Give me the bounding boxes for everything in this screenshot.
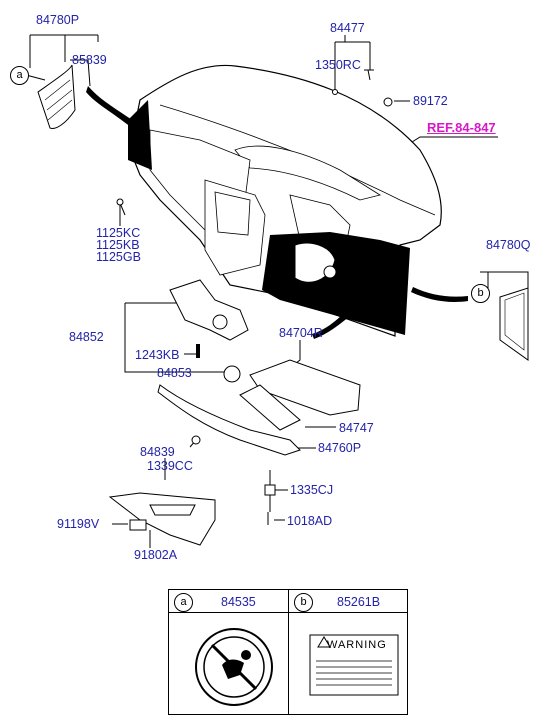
part-1018AD[interactable]: 1018AD xyxy=(287,514,333,528)
airbag-icon xyxy=(195,628,273,706)
lower-side-cover xyxy=(108,492,216,546)
part-91198V[interactable]: 91198V xyxy=(57,517,100,531)
part-84704R[interactable]: 84704R xyxy=(279,326,323,340)
end-cover-left xyxy=(37,64,76,129)
end-cover-right xyxy=(499,287,529,361)
part-84760P[interactable]: 84760P xyxy=(318,441,362,455)
center-fascia xyxy=(169,279,249,341)
part-89172[interactable]: 89172 xyxy=(413,94,448,108)
part-84747[interactable]: 84747 xyxy=(339,421,374,435)
part-84852[interactable]: 84852 xyxy=(69,330,104,344)
legend-marker-a: a xyxy=(174,593,193,612)
callout-b: b xyxy=(471,284,490,303)
legend-column-divider xyxy=(288,590,289,714)
part-1350RC[interactable]: 1350RC xyxy=(315,58,361,72)
part-1335CJ[interactable]: 1335CJ xyxy=(290,483,334,497)
part-1125GB[interactable]: 1125GB xyxy=(96,250,141,264)
part-1339CC[interactable]: 1339CC xyxy=(147,459,193,473)
part-84839[interactable]: 84839 xyxy=(140,445,175,459)
warning-label-title: WARNING xyxy=(327,639,387,651)
lower-crash-pad-bar xyxy=(157,384,301,456)
part-84853[interactable]: 84853 xyxy=(157,366,192,380)
callout-a: a xyxy=(10,66,29,85)
part-85839[interactable]: 85839 xyxy=(72,53,107,67)
legend-part-a[interactable]: 84535 xyxy=(221,595,256,609)
part-1125KB[interactable]: 1125KB xyxy=(96,238,140,252)
legend-table: a 84535 b 85261B WARNING xyxy=(168,589,408,715)
part-84780P[interactable]: 84780P xyxy=(36,13,80,27)
part-84780Q[interactable]: 84780Q xyxy=(486,238,531,252)
legend-part-b[interactable]: 85261B xyxy=(337,595,381,609)
lower-panel xyxy=(262,232,410,335)
left-end-panel xyxy=(128,100,152,170)
part-1125KC[interactable]: 1125KC xyxy=(96,226,141,240)
part-84477[interactable]: 84477 xyxy=(330,21,365,35)
part-1243KB[interactable]: 1243KB xyxy=(135,348,180,362)
legend-marker-b: b xyxy=(294,593,313,612)
reference-link[interactable]: REF.84-847 xyxy=(427,120,496,135)
part-91802A[interactable]: 91802A xyxy=(134,548,178,562)
warning-label-icon xyxy=(309,634,399,696)
screw-1350rc xyxy=(364,69,374,81)
